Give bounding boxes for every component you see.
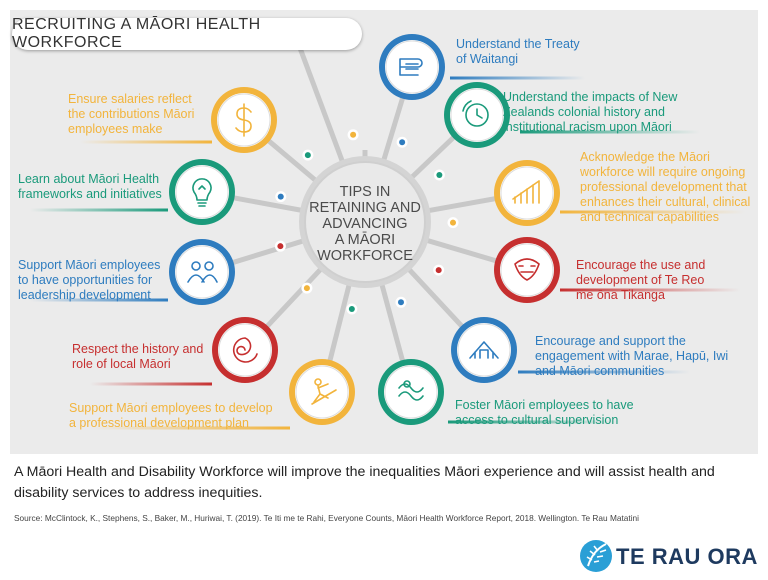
colonial-node: [444, 82, 510, 148]
page-title: RECRUITING A MĀORI HEALTH WORKFORCE: [12, 16, 362, 51]
climber-icon: [311, 378, 337, 405]
marae-icon: [469, 341, 499, 359]
development-node: [494, 160, 560, 226]
node-face: [175, 165, 229, 219]
ring-dot-center: [277, 243, 284, 250]
center-line: A MĀORI: [334, 232, 396, 248]
ring-dot-center: [304, 152, 311, 159]
supervision-node: [378, 359, 444, 425]
ring-dot-center: [348, 306, 355, 313]
history-node: [212, 317, 278, 383]
growth-chart-icon: [512, 180, 540, 204]
reo-node: [494, 237, 560, 303]
lightbulb-icon: [192, 178, 212, 207]
frameworks-node: [169, 159, 235, 225]
node-face: [175, 245, 229, 299]
people-icon: [187, 261, 218, 283]
summary-text: A Māori Health and Disability Workforce …: [14, 464, 715, 501]
node-face: [500, 243, 554, 297]
ring-dot-center: [436, 171, 443, 178]
treaty-node: [379, 34, 445, 100]
hub-diagram: [30, 34, 745, 430]
center-line: ADVANCING: [322, 216, 408, 232]
logo-text: TE RAU ORA: [616, 544, 758, 569]
ring-dot-center: [399, 139, 406, 146]
koru-pattern-icon: [398, 380, 424, 401]
clock-icon: [462, 100, 489, 127]
ring-dot-center: [303, 285, 310, 292]
ring-dot-center: [350, 131, 357, 138]
center-hub: [304, 161, 426, 283]
ring-dot-center: [449, 219, 456, 226]
center-line: RETAINING AND: [309, 200, 421, 216]
ring-dot-center: [277, 193, 284, 200]
node-face: [384, 365, 438, 419]
salaries-node: [211, 87, 277, 153]
scroll-icon: [399, 58, 423, 76]
plan-node: [289, 359, 355, 425]
center-title: TIPS IN RETAINING AND ADVANCING A MĀORI …: [300, 184, 430, 264]
leadership-node: [169, 239, 235, 305]
center-line: TIPS IN: [339, 184, 391, 200]
ring-dot-center: [435, 267, 442, 274]
tiki-face-icon: [514, 258, 540, 281]
center-line: WORKFORCE: [317, 248, 413, 264]
ring-dot-center: [397, 299, 404, 306]
koru-icon: [232, 337, 258, 363]
source-citation: Source: McClintock, K., Stephens, S., Ba…: [14, 513, 640, 523]
node-face: [295, 365, 349, 419]
fern-logo-icon: [580, 540, 612, 572]
marae-node: [451, 317, 517, 383]
dollar-icon: [235, 103, 252, 137]
